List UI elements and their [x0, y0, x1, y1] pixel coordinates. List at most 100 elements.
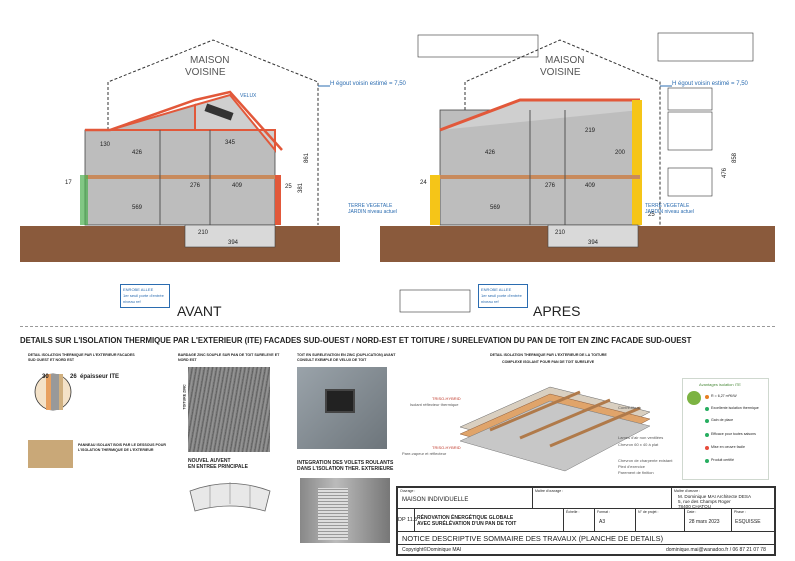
dim-before-426: 426 — [132, 150, 143, 156]
dim-before-210: 210 — [198, 230, 209, 236]
tb-date: Date : 28 mars 2023 — [684, 508, 732, 532]
enrobe-label-3: niveau ref — [123, 299, 141, 304]
dim-after-24: 24 — [420, 180, 427, 186]
dim-after-476: 476 — [722, 167, 729, 179]
tb-label-maitre-ouvrage: Maître d'ouvrage : — [535, 489, 564, 493]
roof-label-right-5: Parement de finition — [618, 470, 654, 475]
ite-detail-title: DETAIL ISOLATION THERMIQUE PAR L'EXTERIE… — [28, 353, 135, 362]
wood-panel-caption: PANNEAU ISOLANT BOIS PAR LE DESSOUS POUR… — [78, 443, 166, 452]
tb-ref-value: DP 11.5 — [398, 517, 418, 523]
elevation-drawings — [20, 32, 775, 313]
house-after — [430, 98, 642, 248]
terrain-label-1: TERRE VEGETALE — [348, 203, 393, 209]
tb-phase: Phase : ESQUISSE — [731, 508, 775, 532]
dim-before-345: 345 — [225, 140, 236, 146]
tb-label-ouvrage: Ouvrage : — [400, 489, 416, 493]
enrobe-label-2: 1er seuil porte d'entrée — [123, 293, 164, 298]
roof-label-left-3: Pare-vapeur et réflecteur — [402, 451, 447, 456]
tb-phase-value: ESQUISSE — [735, 519, 761, 525]
auvent-title-2: EN ENTREE PRINCIPALE — [188, 464, 248, 470]
leaf-icon — [687, 391, 701, 405]
shutter-slats — [318, 488, 348, 540]
dim-before-861: 861 — [304, 152, 311, 164]
volets-title-1: INTEGRATION DES VOLETS ROULANTS — [297, 460, 394, 466]
advantage-item-0: R = 6,27 m²K/W — [711, 394, 737, 398]
dim-before-409: 409 — [232, 183, 243, 189]
neighbor-label-before-2: VOISINE — [185, 67, 226, 78]
dim-before-130: 130 — [100, 142, 111, 148]
tb-label-format: Format : — [597, 510, 611, 514]
tb-description-2: AVEC SURÉLÉVATION D'UN PAN DE TOIT — [417, 521, 517, 527]
dim-after-409: 409 — [585, 183, 596, 189]
terrain-label-after-1: TERRE VEGETALE — [645, 203, 690, 209]
dim-before-25: 25 — [285, 184, 292, 190]
advantages-panel: Avantages isolation ITE R = 6,27 m²K/W E… — [682, 378, 769, 480]
bullet-icon — [705, 446, 709, 450]
dim-before-569: 569 — [132, 205, 143, 211]
title-block: Ouvrage : MAISON INDIVIDUELLE Maître d'o… — [396, 486, 776, 556]
shutter-photo — [300, 478, 390, 543]
neighbor-label-before-1: MAISON — [190, 55, 230, 66]
tb-maitre-oeuvre: Maître d'oeuvre : M. Dominique MAI Archi… — [671, 487, 775, 509]
wood-panel-image — [28, 440, 73, 468]
tb-contact: dominique.mai@wanadoo.fr / 06 87 21 07 7… — [666, 547, 766, 553]
egout-label-after: H égout voisin estimé = 7,50 — [672, 81, 748, 87]
tb-label-indice: N° de projet : — [638, 510, 659, 514]
tb-ref: DP 11.5 — [397, 508, 418, 532]
advantage-item-2: Gain de place — [711, 418, 734, 422]
tb-copyright: Copyright©Dominique MAI — [402, 547, 462, 553]
house-before — [80, 90, 283, 248]
terrain-label-2: JARDIN niveau actuel — [348, 209, 397, 215]
ite-detail-diagram — [34, 373, 72, 411]
bardage-title: BARDAGE ZINC SOUPLE SUR PAN DE TOIT SURE… — [178, 353, 280, 362]
velux-window — [325, 389, 355, 413]
dim-after-25: 25 — [648, 212, 655, 218]
dim-after-569: 569 — [490, 205, 501, 211]
annotation-box-1 — [417, 34, 539, 58]
ite-thickness-label: épaisseur ITE — [80, 374, 120, 380]
annotation-box-4 — [667, 111, 713, 151]
annotation-box-3 — [667, 87, 713, 111]
neighbor-label-after-1: MAISON — [545, 55, 585, 66]
tb-date-value: 28 mars 2023 — [689, 519, 720, 525]
tb-label-phase: Phase : — [734, 510, 746, 514]
tb-label-maitre-oeuvre: Maître d'oeuvre : — [674, 489, 701, 493]
bullet-icon — [705, 407, 709, 411]
bardage-side-label: TOITURE ZINC — [182, 384, 187, 410]
bullet-icon — [705, 395, 709, 399]
auvent-title-1: NOUVEL AUVENT — [188, 458, 231, 464]
enrobe-box-after: ENROBE ALLEE 1er seuil porte d'entrée ni… — [478, 284, 528, 308]
tb-label-date: Date : — [687, 510, 697, 514]
dim-before-381: 381 — [298, 182, 305, 194]
enrobe-label-after-1: ENROBE ALLEE — [481, 287, 512, 292]
tb-notice-text: NOTICE DESCRIPTIVE SOMMAIRE DES TRAVAUX … — [402, 534, 664, 543]
dim-after-858: 858 — [732, 152, 739, 164]
tb-label-echelle: Échelle : — [566, 510, 580, 514]
annotation-box-5 — [667, 167, 713, 197]
tb-footer: Copyright©Dominique MAI dominique.mai@wa… — [397, 544, 775, 555]
dim-after-210: 210 — [555, 230, 566, 236]
enrobe-label-1: ENROBE ALLEE — [123, 287, 154, 292]
tb-architect-3: 78400 CHATOU — [678, 504, 712, 509]
dim-after-426: 426 — [485, 150, 496, 156]
advantage-item-5: Produit certifié — [711, 458, 734, 462]
enrobe-label-after-2: 1er seuil porte d'entrée — [481, 293, 522, 298]
bullet-icon — [705, 419, 709, 423]
roof-label-right-3: Chevron de charpente existant — [618, 458, 673, 463]
bullet-icon — [705, 433, 709, 437]
egout-label-before: H égout voisin estimé = 7,50 — [330, 81, 406, 87]
tb-architect-1: M. Dominique MAI Architecte DESA — [678, 494, 752, 499]
tb-project-name: MAISON INDIVIDUELLE — [402, 497, 469, 503]
ite-thickness-left: 30 — [42, 374, 49, 380]
roof-label-left-1: Isolant réflecteur thermique — [410, 402, 459, 407]
tb-notice: NOTICE DESCRIPTIVE SOMMAIRE DES TRAVAUX … — [397, 531, 775, 545]
dim-before-17: 17 — [65, 180, 72, 186]
roof-layers-diagram — [459, 386, 651, 472]
separator — [20, 326, 775, 328]
roof-label-left-2: TRISO-HYBRID — [432, 445, 461, 450]
dim-after-219: 219 — [585, 128, 596, 134]
dim-after-200: 200 — [615, 150, 626, 156]
advantage-item-3: Efficace pour toutes saisons — [711, 432, 756, 436]
ground-before — [20, 226, 340, 262]
tb-ouvrage: Ouvrage : MAISON INDIVIDUELLE — [397, 487, 533, 509]
